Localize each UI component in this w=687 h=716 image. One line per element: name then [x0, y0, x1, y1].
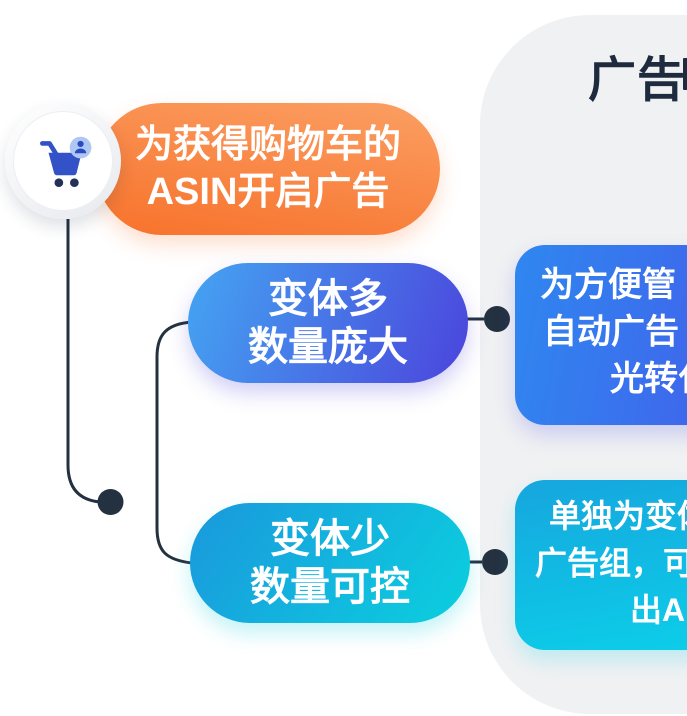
branch2-detail-line2: 广告组，可 [535, 545, 687, 581]
branch1-detail-box: 为方便管 自动广告 光转化 [515, 245, 687, 425]
branch2-pill: 变体少 数量可控 [190, 503, 470, 623]
root-node-badge-inner [13, 111, 113, 211]
root-node-label-line1: 为获得购物车的 [134, 124, 401, 166]
branch-bracket-line [155, 320, 193, 565]
root-node-pill: 为获得购物车的 ASIN开启广告 [96, 103, 440, 235]
branch2-detail-line1: 单独为变体 [549, 498, 687, 534]
branch1-detail-line1: 为方便管 [540, 266, 676, 304]
branch1-pill: 变体多 数量庞大 [188, 263, 468, 383]
shopping-cart-icon [40, 136, 92, 188]
branch2-pill-line1: 变体少 [270, 517, 390, 561]
branch2-detail-box: 单独为变体 广告组，可 出A [515, 480, 687, 650]
panel-title: 广告 [588, 54, 687, 107]
branch1-pill-line2: 数量庞大 [248, 325, 408, 369]
root-node-badge [5, 103, 121, 219]
root-node-label-line2: ASIN开启广告 [146, 171, 390, 213]
root-branch-line [66, 219, 101, 504]
branch2-detail-line3: 出A [630, 592, 686, 628]
branch2-pill-line2: 数量可控 [250, 565, 410, 609]
branch1-pill-line1: 变体多 [268, 277, 388, 321]
branch1-detail-line2: 自动广告 [543, 313, 679, 351]
branch1-detail-line3: 光转化 [610, 360, 687, 398]
panel-title-partial-char [683, 58, 687, 90]
branch-junction-dot [97, 489, 124, 515]
